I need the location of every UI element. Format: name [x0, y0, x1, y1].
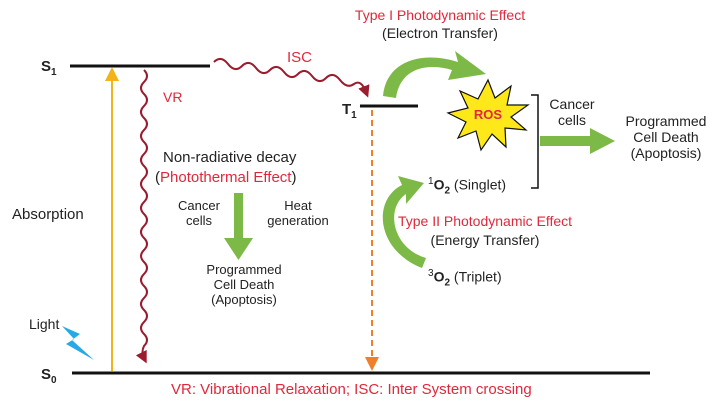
type2-subtitle: (Energy Transfer)	[430, 232, 540, 248]
nonradiative-title: Non-radiative decay	[163, 149, 297, 166]
type1-title: Type I Photodynamic Effect	[354, 7, 526, 23]
photothermal-effect: Photothermal Effect	[160, 169, 292, 186]
lightning-bolt-icon	[62, 326, 94, 360]
s1-label: S1	[41, 58, 57, 78]
type2-title: Type II Photodynamic Effect	[397, 213, 573, 229]
vr-label: VR	[163, 89, 183, 105]
s0-label: S0	[41, 366, 57, 386]
cancer-cells-bracket	[531, 94, 539, 189]
singlet-oxygen-label: 1O2 (Singlet)	[428, 176, 507, 197]
legend-footer: VR: Vibrational Relaxation; ISC: Inter S…	[171, 381, 532, 398]
heat-down-arrow	[224, 193, 253, 260]
photothermal-label: (Photothermal Effect)	[155, 169, 297, 186]
type1-curved-arrow	[383, 51, 486, 98]
isc-wavy-arrow	[213, 58, 370, 98]
triplet-oxygen-label: 3O2 (Triplet)	[428, 268, 502, 289]
t1-label: T1	[342, 101, 357, 121]
absorption-label: Absorption	[12, 206, 84, 223]
vr-wavy-arrow	[135, 69, 148, 364]
type1-subtitle: (Electron Transfer)	[382, 25, 498, 41]
ros-label: ROS	[473, 107, 503, 122]
isc-label: ISC	[287, 49, 313, 66]
starburst-icon	[446, 78, 530, 152]
cell-death-right-arrow	[540, 128, 615, 154]
light-label: Light	[29, 316, 60, 332]
type2-curved-arrow	[382, 176, 426, 268]
